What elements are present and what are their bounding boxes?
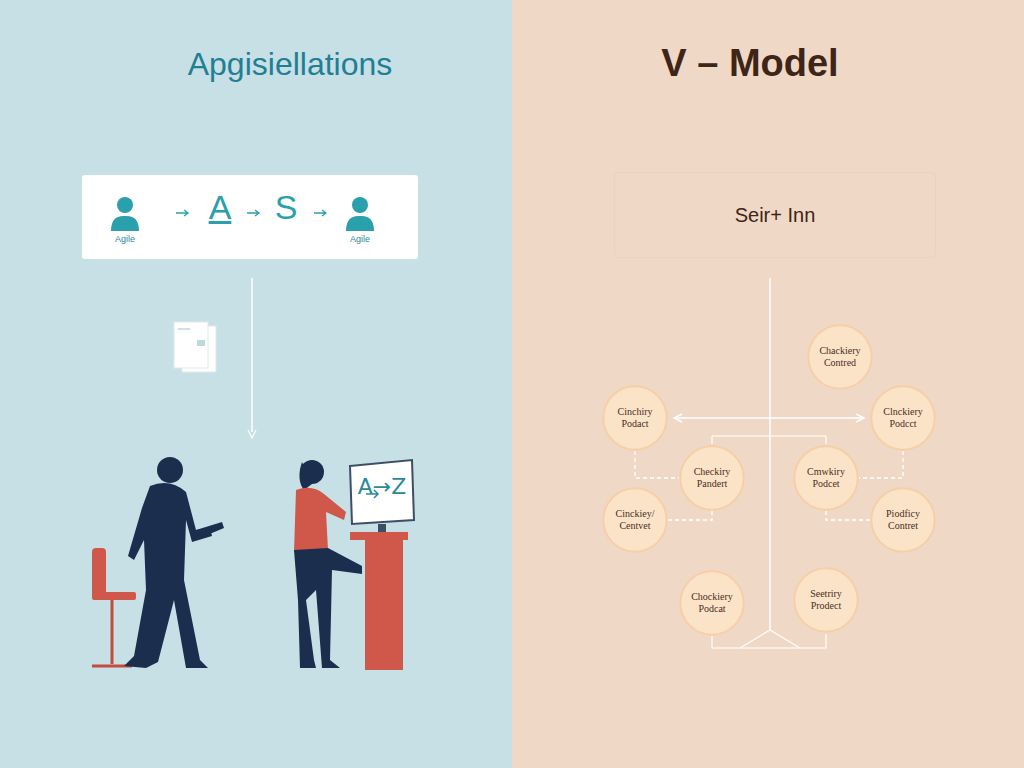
phase-circle: Cmwkiry Podcet xyxy=(793,445,859,511)
circle-text-wrap: Checkiry Pandert xyxy=(686,466,738,490)
flow-arrow xyxy=(247,210,259,216)
right-panel xyxy=(512,0,1024,768)
circle-shape xyxy=(680,571,743,634)
circle-label: Cinckiey/ Centvet xyxy=(609,508,661,532)
circle-shape xyxy=(794,446,857,509)
connector xyxy=(826,511,870,520)
icon-caption: Agile xyxy=(340,235,380,245)
phase-circle: Clnckiery Podcct xyxy=(870,385,936,451)
circle-label: Checkiry Pandert xyxy=(686,466,738,490)
phase-circle: Chackiery Contred xyxy=(807,324,873,390)
person-icon xyxy=(346,216,374,231)
circle-label: Piodficy Contret xyxy=(877,508,929,532)
flow-letter: A xyxy=(200,189,240,226)
connector xyxy=(668,511,712,520)
circle-label: Clnckiery Podcct xyxy=(877,406,929,430)
circle-shape xyxy=(680,446,743,509)
person-icon xyxy=(117,197,133,213)
circle-shape xyxy=(603,386,666,449)
monitor-text: A→Z xyxy=(356,474,408,499)
circle-shape xyxy=(871,386,934,449)
circle-text-wrap: Cinchiry Podact xyxy=(609,406,661,430)
flow-arrow xyxy=(314,210,326,216)
connector xyxy=(859,451,903,478)
circle-shape xyxy=(603,488,666,551)
phase-circle: Cinckiey/ Centvet xyxy=(602,487,668,553)
connector xyxy=(635,451,679,478)
phase-circle: Seetriry Prodect xyxy=(793,567,859,633)
phase-circle: Piodficy Contret xyxy=(870,487,936,553)
circle-shape xyxy=(794,568,857,631)
box-label: Seir+ Inn xyxy=(735,204,816,227)
circle-label: Cmwkiry Podcet xyxy=(800,466,852,490)
circle-shape xyxy=(871,488,934,551)
icon-caption: Agile xyxy=(105,235,145,245)
circle-label: Chackiery Contred xyxy=(814,345,866,369)
phase-circle: Checkiry Pandert xyxy=(679,445,745,511)
model-title: V – Model xyxy=(600,42,900,85)
circle-text-wrap: Cinckiey/ Centvet xyxy=(609,508,661,532)
panel-icons xyxy=(82,175,418,259)
person-icon xyxy=(352,197,368,213)
circle-text-wrap: Seetriry Prodect xyxy=(800,588,852,612)
phase-circle: Cinchiry Podact xyxy=(602,385,668,451)
circle-shape xyxy=(808,325,871,388)
title: Apgisiellations xyxy=(150,46,430,83)
flow-letter: S xyxy=(266,189,306,226)
phase-box: Seir+ Inn xyxy=(614,172,936,258)
agile-panel: Agile AS Agile xyxy=(82,175,418,259)
circle-text-wrap: Chockiery Podcat xyxy=(686,591,738,615)
circle-label: Chockiery Podcat xyxy=(686,591,738,615)
circle-text-wrap: Cmwkiry Podcet xyxy=(800,466,852,490)
flow-arrow xyxy=(176,210,188,216)
phase-circle: Chockiery Podcat xyxy=(679,570,745,636)
circle-label: Cinchiry Podact xyxy=(609,406,661,430)
circle-text-wrap: Chackiery Contred xyxy=(814,345,866,369)
person-icon xyxy=(111,216,139,231)
circle-label: Seetriry Prodect xyxy=(800,588,852,612)
circle-text-wrap: Piodficy Contret xyxy=(877,508,929,532)
circle-text-wrap: Clnckiery Podcct xyxy=(877,406,929,430)
